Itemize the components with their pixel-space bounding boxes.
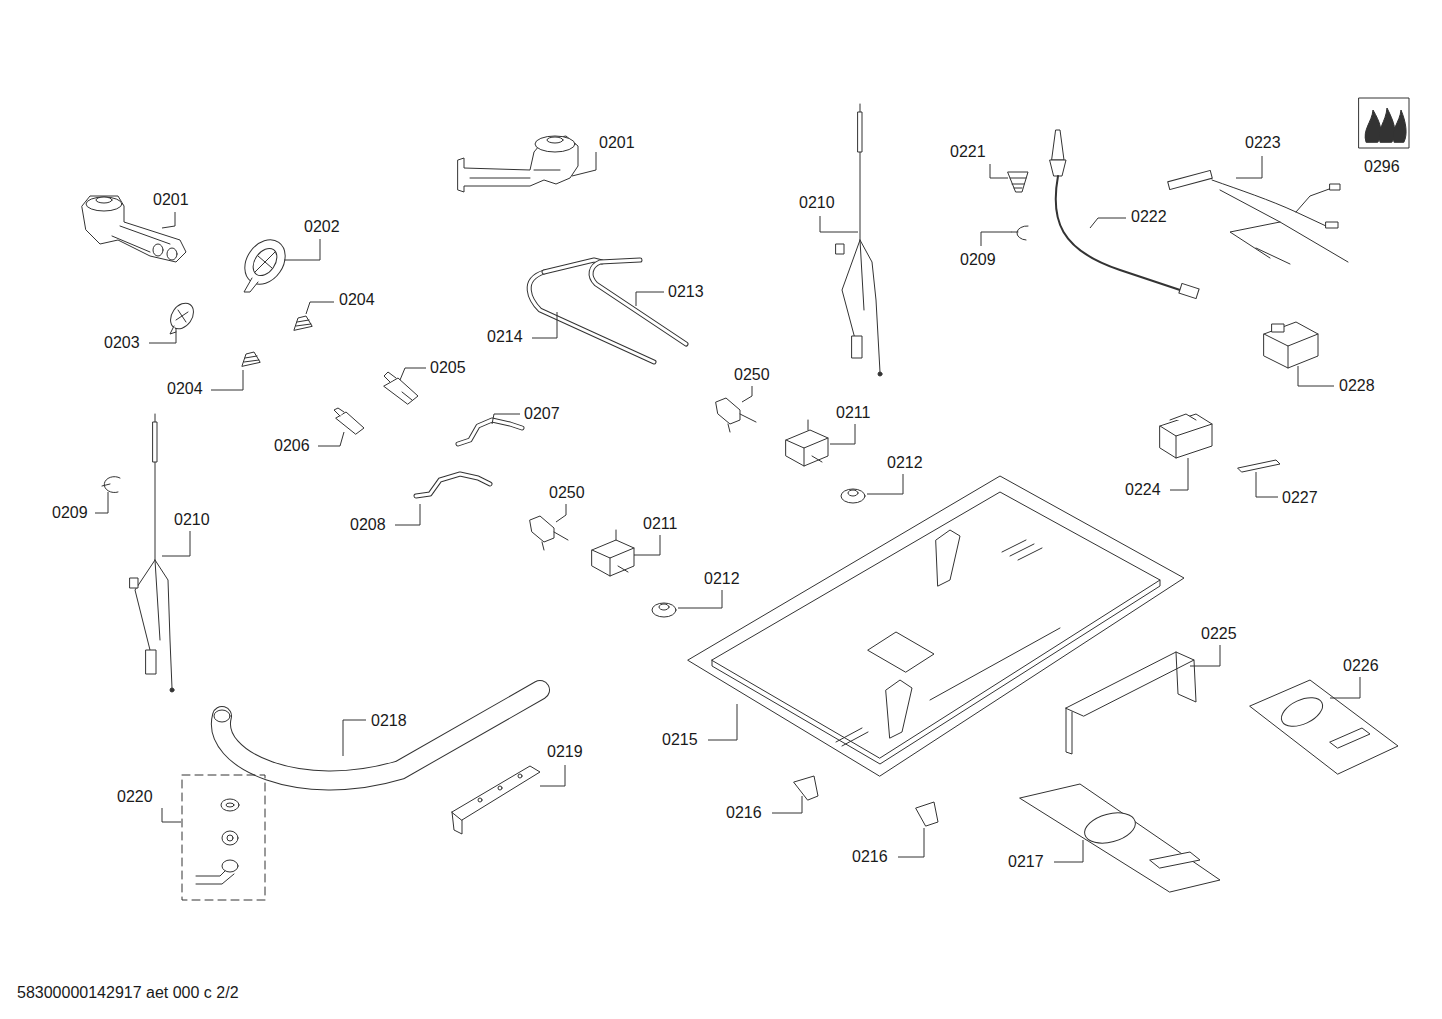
callout-number: 0219 — [546, 743, 584, 761]
clip — [794, 776, 938, 826]
strip — [1238, 460, 1280, 472]
callout-number: 0209 — [51, 504, 89, 522]
document-number: 58300000142917 aet 000 c 2/2 — [16, 984, 240, 1002]
ignition-box — [1160, 414, 1212, 458]
callout-number: 0224 — [1124, 481, 1162, 499]
leader-lines — [95, 152, 1360, 862]
callout-number: 0208 — [349, 516, 387, 534]
callout-number: 0226 — [1342, 657, 1380, 675]
callout-number: 0206 — [273, 437, 311, 455]
gas-icon — [1359, 98, 1409, 148]
callout-number: 0211 — [835, 404, 871, 422]
gas-pipe — [416, 420, 522, 496]
connector-kit — [182, 775, 265, 900]
gas-pipe — [529, 260, 686, 362]
mounting-plate — [1020, 784, 1220, 892]
gas-pipe — [214, 690, 540, 780]
callout-number: 0250 — [548, 484, 586, 502]
callout-number: 0207 — [523, 405, 561, 423]
callout-number: 0215 — [661, 731, 699, 749]
burner — [458, 136, 578, 192]
base-tray — [688, 476, 1184, 776]
thermocouple — [130, 104, 882, 692]
callout-number: 0218 — [370, 712, 408, 730]
mounting-plate — [1250, 680, 1398, 774]
callout-number: 0209 — [959, 251, 997, 269]
electrode — [1050, 130, 1199, 299]
callout-number: 0211 — [642, 515, 678, 533]
callout-number: 0227 — [1281, 489, 1319, 507]
callout-number: 0214 — [486, 328, 524, 346]
callout-number: 0221 — [949, 143, 987, 161]
callout-number: 0213 — [667, 283, 705, 301]
spring — [1008, 172, 1028, 192]
callout-number: 0216 — [851, 848, 889, 866]
callout-number: 0210 — [173, 511, 211, 529]
callout-number: 0212 — [703, 570, 741, 588]
burner-cap — [166, 299, 198, 334]
callout-number: 0217 — [1007, 853, 1045, 871]
callout-number: 0202 — [303, 218, 341, 236]
bracket — [1066, 652, 1196, 754]
callout-number: 0201 — [598, 134, 636, 152]
callout-number: 0203 — [103, 334, 141, 352]
callout-number: 0223 — [1244, 134, 1282, 152]
callout-number: 0216 — [725, 804, 763, 822]
callout-number: 0204 — [166, 380, 204, 398]
callout-number: 0212 — [886, 454, 924, 472]
spring-cone — [242, 316, 312, 366]
callout-number: 0220 — [116, 788, 154, 806]
gas-tap — [592, 420, 828, 576]
callout-number: 0228 — [1338, 377, 1376, 395]
callout-number: 0222 — [1130, 208, 1168, 226]
callout-number: 0201 — [152, 191, 190, 209]
clip — [102, 226, 1028, 493]
burner-cap — [236, 232, 293, 292]
injector — [334, 372, 418, 434]
callout-number: 0225 — [1200, 625, 1238, 643]
wire-harness — [1168, 170, 1348, 264]
callout-number: 0296 — [1363, 158, 1401, 176]
callout-number: 0205 — [429, 359, 467, 377]
callout-number: 0210 — [798, 194, 836, 212]
valve — [530, 398, 756, 550]
callout-number: 0250 — [733, 366, 771, 384]
rail — [452, 766, 540, 834]
callout-number: 0204 — [338, 291, 376, 309]
ignition-module — [1264, 322, 1318, 368]
